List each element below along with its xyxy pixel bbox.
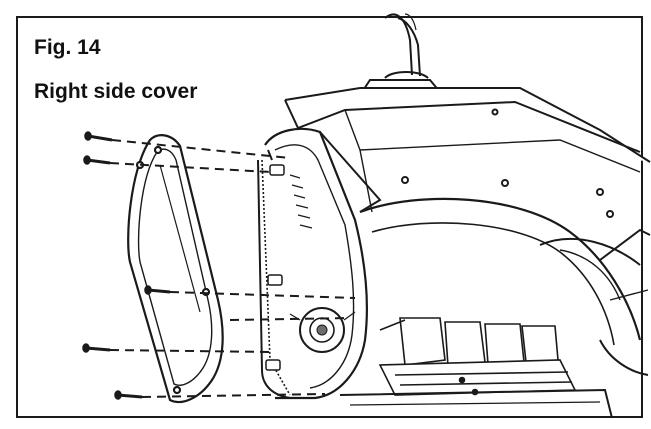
screw-2 — [83, 155, 111, 165]
figure-border — [16, 16, 643, 418]
screw-3 — [144, 285, 171, 295]
screw-1 — [84, 131, 113, 142]
screw-5 — [114, 390, 143, 400]
screws — [82, 131, 171, 400]
auger-paddles — [378, 317, 577, 396]
alignment-lines — [109, 139, 356, 398]
vent-slots — [289, 174, 313, 229]
power-cord — [360, 13, 443, 93]
right-side-cover-part — [127, 134, 224, 404]
figure-title: Fig. 14 — [34, 36, 101, 59]
screw-4 — [82, 343, 111, 353]
snow-thrower-housing — [257, 87, 651, 419]
part-label: Right side cover — [34, 80, 198, 103]
